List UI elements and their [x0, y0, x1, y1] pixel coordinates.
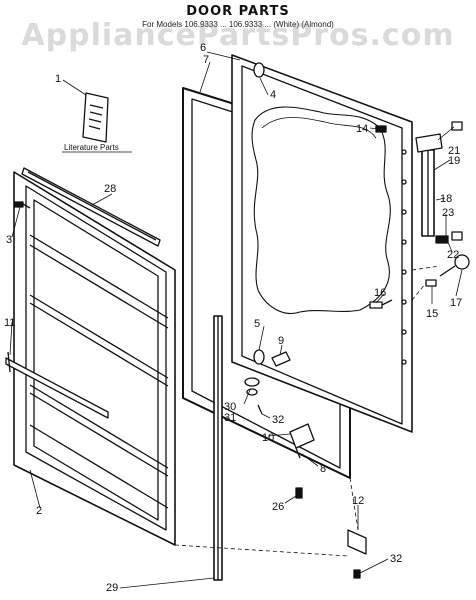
- callout-30: 30: [224, 401, 236, 413]
- alignment-lines: [174, 265, 441, 557]
- callout-17: 17: [450, 297, 462, 309]
- callout-18: 18: [440, 193, 452, 205]
- callout-26: 26: [272, 501, 284, 513]
- outer-door-panel: [231, 54, 413, 433]
- callout-6: 6: [200, 42, 206, 54]
- handle-assembly: [415, 121, 470, 287]
- hinge-8: [289, 423, 315, 459]
- callout-23: 23: [442, 207, 454, 219]
- stop-5: [253, 349, 265, 365]
- seal-strip-29: [213, 315, 223, 581]
- callout-21: 21: [448, 145, 460, 157]
- leader-lines: [9, 51, 463, 589]
- bracket-9: [271, 351, 291, 367]
- callout-12: 12: [352, 495, 364, 507]
- model-subtitle: For Models 106.9333 ... 106.9333 ... (Wh…: [142, 20, 334, 29]
- top-trim-strip: [21, 167, 161, 247]
- callout-5: 5: [254, 318, 260, 330]
- callout-9: 9: [278, 335, 284, 347]
- callout-32-upper: 32: [272, 414, 284, 426]
- callout-14: 14: [356, 123, 368, 135]
- callout-2: 2: [36, 505, 42, 517]
- callout-29: 29: [106, 582, 118, 594]
- callout-22: 22: [447, 249, 459, 261]
- callout-28: 28: [104, 183, 116, 195]
- callout-3: 3: [6, 234, 12, 246]
- callout-1: 1: [55, 73, 61, 85]
- callout-10: 10: [262, 432, 274, 444]
- callout-32-lower: 32: [390, 553, 402, 565]
- literature-parts-label: Literature Parts: [64, 143, 119, 152]
- screw-3: [14, 201, 31, 209]
- callout-7: 7: [203, 54, 209, 66]
- latch-16: [369, 299, 393, 309]
- callout-31: 31: [224, 412, 236, 424]
- callout-11: 11: [4, 317, 15, 329]
- callout-16: 16: [374, 287, 386, 299]
- bottom-hinge-12: [347, 529, 367, 579]
- callout-15: 15: [426, 308, 438, 320]
- literature-booklet: [62, 92, 132, 153]
- door-liner: [5, 171, 176, 546]
- bushing-4: [253, 62, 265, 78]
- callout-numbers: 1 2 3 4 5 6 7 8 9 10 11 12 14 15 16 17 1…: [4, 42, 462, 594]
- callout-4: 4: [270, 89, 276, 101]
- callout-19: 19: [448, 155, 460, 167]
- page-title: DOOR PARTS: [186, 4, 290, 19]
- screw-26: [295, 487, 303, 499]
- callout-8: 8: [320, 463, 326, 475]
